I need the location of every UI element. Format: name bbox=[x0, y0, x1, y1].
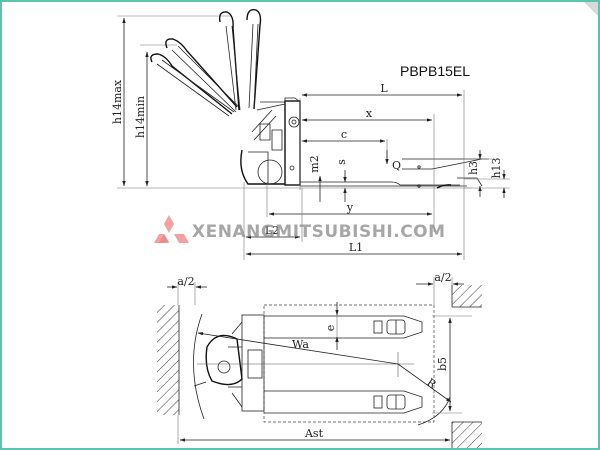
watermark-text: XENANGMITSUBISHI.COM bbox=[192, 222, 446, 242]
dim-m2: m2 bbox=[308, 155, 321, 172]
dim-s: s bbox=[335, 159, 348, 165]
turning-arc-left bbox=[193, 313, 205, 420]
left-wall bbox=[157, 305, 179, 415]
tiller-handles bbox=[150, 9, 262, 117]
dim-b5: b5 bbox=[436, 357, 449, 371]
pallet-outline bbox=[263, 304, 435, 423]
side-view: h14max h14min bbox=[111, 9, 510, 260]
dim-c: c bbox=[341, 128, 347, 141]
right-wall-top bbox=[452, 285, 482, 307]
dim-h14min: h14min bbox=[134, 96, 147, 138]
dim-h13: h13 bbox=[490, 157, 503, 178]
dim-a-half-left: a/2 bbox=[177, 275, 194, 288]
watermark: XENANGMITSUBISHI.COM bbox=[154, 215, 446, 243]
dim-a-half-right: a/2 bbox=[434, 271, 451, 284]
dim-L1: L1 bbox=[349, 241, 363, 254]
dim-e: e bbox=[324, 325, 337, 332]
dim-L: L bbox=[380, 82, 388, 95]
dim-L2: L2 bbox=[265, 224, 279, 237]
right-wall-bottom bbox=[452, 422, 482, 448]
page-curl-corner bbox=[584, 2, 598, 16]
dim-Ast: Ast bbox=[304, 427, 324, 440]
truck-body-top bbox=[193, 314, 265, 412]
dim-R: R bbox=[424, 376, 439, 392]
forks-top bbox=[264, 315, 423, 414]
mitsubishi-logo-icon bbox=[154, 215, 189, 243]
truck-body-side bbox=[240, 97, 301, 186]
top-view: a/2 a/2 bbox=[157, 271, 482, 448]
dim-x: x bbox=[366, 107, 373, 120]
dim-h14max: h14max bbox=[111, 79, 124, 124]
load-Q: Q bbox=[392, 159, 401, 172]
model-label: PBPB15EL bbox=[400, 63, 470, 79]
dim-h3: h3 bbox=[467, 161, 480, 175]
dim-Wa: Wa bbox=[292, 338, 309, 351]
dim-y: y bbox=[346, 201, 354, 214]
